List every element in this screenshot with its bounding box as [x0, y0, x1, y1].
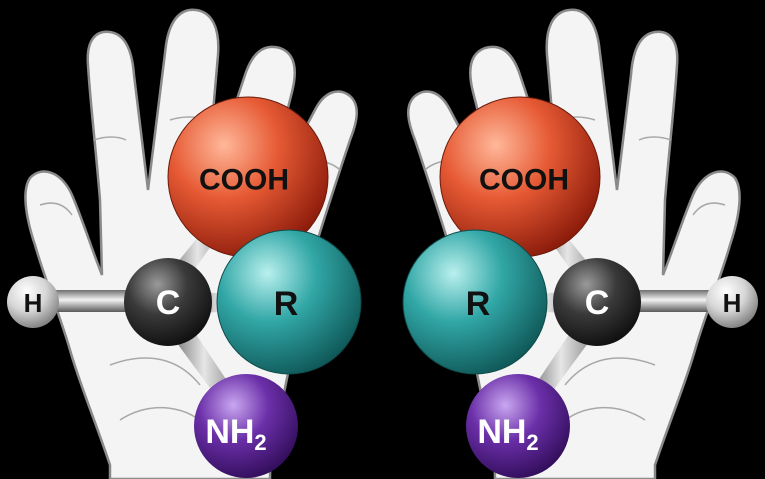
- left-atom-nh2-main: NH: [205, 413, 254, 451]
- right-atom-nh2-label: NH2: [477, 413, 538, 455]
- left-atom-nh2-label: NH2: [205, 413, 266, 455]
- left-atom-nh2: [194, 374, 298, 478]
- left-atom-c: [124, 258, 212, 346]
- right-atom-r-label: R: [466, 285, 491, 323]
- left-atom-r-label: R: [274, 285, 299, 323]
- right-atom-cooh-label: COOH: [479, 164, 569, 197]
- left-atom-h: [7, 276, 59, 328]
- left-atom-c-label: C: [156, 284, 181, 322]
- left-atom-r: [216, 229, 362, 375]
- left-atom-cooh-label: COOH: [199, 164, 289, 197]
- right-atom-nh2: [466, 374, 570, 478]
- right-atom-r: [402, 229, 548, 375]
- right-atom-nh2-sub: 2: [526, 430, 538, 455]
- left-molecule: COOH H C R NH2: [7, 96, 362, 478]
- left-atom-h-label: H: [24, 288, 43, 318]
- right-molecule: COOH R C H NH2: [402, 96, 758, 478]
- right-atom-nh2-main: NH: [477, 413, 526, 451]
- right-atom-c-label: C: [585, 284, 610, 322]
- right-atom-h: [706, 276, 758, 328]
- right-atom-c: [553, 258, 641, 346]
- left-atom-nh2-sub: 2: [254, 430, 266, 455]
- right-atom-h-label: H: [723, 288, 742, 318]
